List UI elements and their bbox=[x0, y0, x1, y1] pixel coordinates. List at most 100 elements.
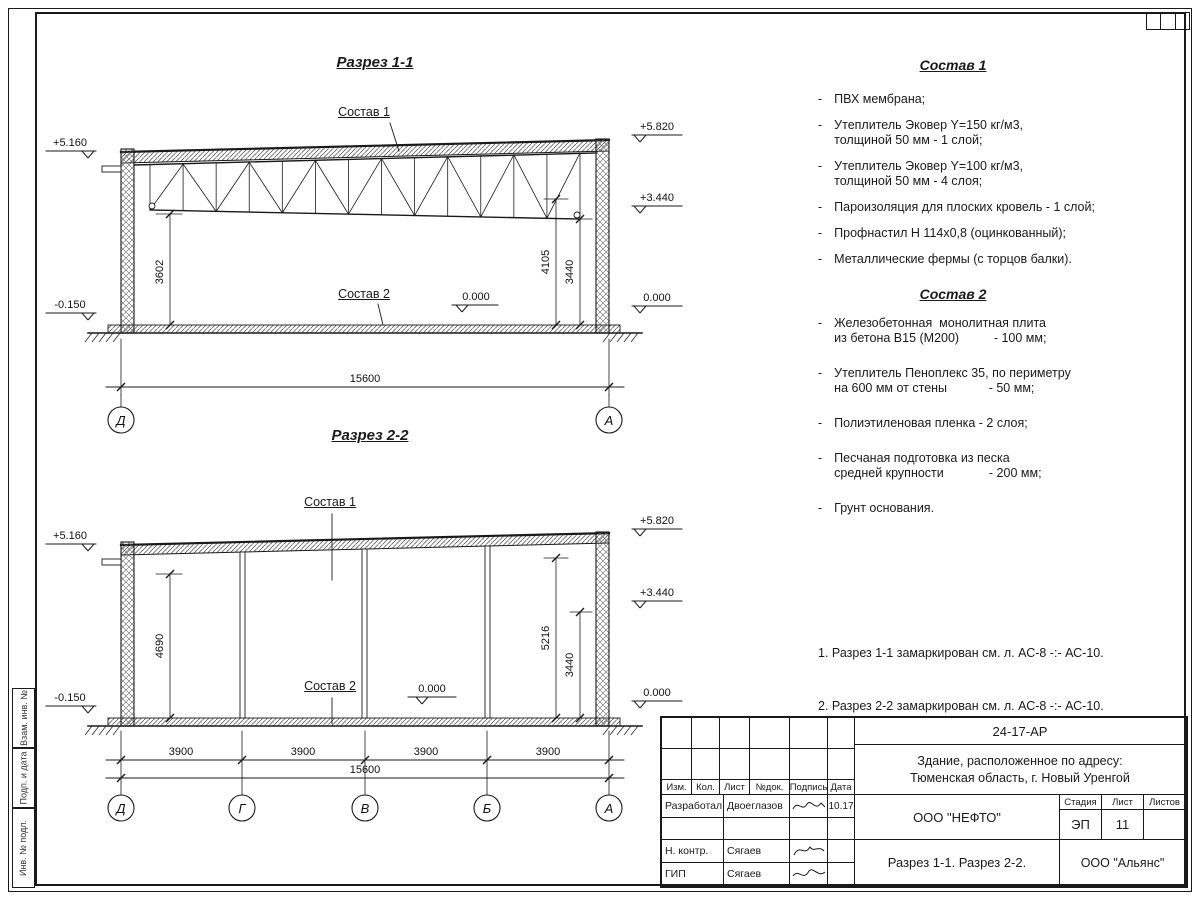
dimension-value: 4105 bbox=[540, 250, 552, 274]
dimension-value: 15600 bbox=[350, 764, 381, 776]
elevation-mark: -0.150 bbox=[54, 299, 85, 311]
tb-col-data: Дата bbox=[828, 780, 855, 795]
tb-col-podpis: Подпись bbox=[790, 780, 828, 795]
dimension-value: 3900 bbox=[536, 746, 560, 758]
list-item: -ПВХ мембрана; bbox=[818, 92, 1188, 107]
dimension-value: 3900 bbox=[291, 746, 315, 758]
tb-stage-label: Стадия bbox=[1060, 795, 1102, 810]
elevation-mark: +5.820 bbox=[640, 515, 674, 527]
axis-letter: В bbox=[361, 801, 370, 816]
list-item-text: Полиэтиленовая пленка - 2 слоя; bbox=[834, 416, 1028, 430]
tb-signature-cell bbox=[790, 863, 828, 886]
callout-sostav2: Состав 2 bbox=[304, 679, 356, 693]
sostav1-heading: Состав 1 bbox=[919, 57, 987, 73]
list-item-text: Утеплитель Пеноплекс 35, по периметру на… bbox=[834, 366, 1071, 395]
soil-hatch bbox=[84, 332, 639, 736]
axis-letter: Г bbox=[238, 801, 246, 816]
list-item: -Песчаная подготовка из песка средней кр… bbox=[818, 451, 1188, 481]
truss-support-pin bbox=[573, 211, 581, 219]
list-bullet: - bbox=[818, 501, 823, 515]
elevation-mark: 0.000 bbox=[418, 683, 446, 695]
tb-col-list: Лист bbox=[720, 780, 750, 795]
list-item-text: Утеплитель Эковер Y=150 кг/м3, толщиной … bbox=[834, 118, 1024, 147]
axis-letter: А bbox=[604, 801, 614, 816]
list-bullet: - bbox=[818, 118, 823, 132]
tb-sheets-count bbox=[1144, 810, 1186, 840]
dimension-value: 3440 bbox=[564, 653, 576, 677]
elevation-mark: 0.000 bbox=[643, 687, 671, 699]
list-item-text: Железобетонная монолитная плита из бетон… bbox=[834, 316, 1047, 345]
list-bullet: - bbox=[818, 416, 823, 430]
top-right-corner-box bbox=[1146, 12, 1190, 30]
axis-bubble bbox=[228, 794, 256, 822]
list-bullet: - bbox=[818, 252, 823, 266]
callout-sostav2: Состав 2 bbox=[338, 287, 390, 301]
dimension-value: 3440 bbox=[564, 260, 576, 284]
dimension-value: 3900 bbox=[169, 746, 193, 758]
signature-scribble bbox=[793, 846, 824, 856]
note-line: 1. Разрез 1-1 замаркирован см. л. АС-8 -… bbox=[818, 646, 1104, 660]
section-1-1-title: Разрез 1-1 bbox=[336, 54, 414, 71]
truss-web bbox=[149, 152, 581, 220]
tb-role-nkontr: Н. контр. bbox=[662, 840, 724, 863]
truss-support-pin bbox=[148, 202, 156, 210]
signature-scribble bbox=[792, 869, 825, 877]
frame-cell-vzam: Взам. инв. № bbox=[12, 688, 35, 748]
list-item: -Полиэтиленовая пленка - 2 слоя; bbox=[818, 416, 1188, 431]
tb-col-ndok: №док. bbox=[750, 780, 790, 795]
list-bullet: - bbox=[818, 316, 823, 330]
axis-letter: Д bbox=[114, 801, 125, 816]
tb-signature-cell bbox=[790, 840, 828, 863]
elevation-flags bbox=[81, 134, 647, 714]
tb-sheet-title: Разрез 1-1. Разрез 2-2. bbox=[855, 840, 1060, 886]
tb-stage-value: ЭП bbox=[1060, 810, 1102, 840]
list-bullet: - bbox=[818, 366, 823, 380]
dimension-value: 3900 bbox=[414, 746, 438, 758]
dimension-value: 15600 bbox=[350, 373, 381, 385]
list-item-text: Песчаная подготовка из песка средней кру… bbox=[834, 451, 1042, 480]
section-1-1-drawing: +5.160 -0.150 0.000 +5.820 +3.440 0.000 … bbox=[45, 121, 683, 434]
callout-sostav1: Состав 1 bbox=[338, 105, 390, 119]
list-bullet: - bbox=[818, 92, 823, 106]
tb-name-gip: Сягаев bbox=[724, 863, 790, 886]
sheet-frame bbox=[35, 12, 1186, 886]
elevation-mark: 0.000 bbox=[462, 291, 490, 303]
tb-col-kol: Кол. bbox=[692, 780, 720, 795]
section-2-2-title: Разрез 2-2 bbox=[331, 427, 409, 444]
frame-cell-inv: Инв. № подл. bbox=[12, 808, 35, 888]
sostav2-heading: Состав 2 bbox=[919, 286, 987, 302]
list-item: -Пароизоляция для плоских кровель - 1 сл… bbox=[818, 200, 1188, 215]
tb-doc-code: 24-17-АР bbox=[855, 718, 1186, 745]
sostav2-list: -Железобетонная монолитная плита из бето… bbox=[818, 316, 1188, 536]
axis-bubble bbox=[107, 794, 135, 822]
list-item-text: Грунт основания. bbox=[834, 501, 935, 515]
list-item-text: Профнастил Н 114х0,8 (оцинкованный); bbox=[834, 226, 1067, 240]
list-item-text: ПВХ мембрана; bbox=[834, 92, 926, 106]
section-2-2-drawing: +5.160 -0.150 0.000 +5.820 +3.440 0.000 … bbox=[45, 513, 683, 822]
notes: 1. Разрез 1-1 замаркирован см. л. АС-8 -… bbox=[818, 610, 1178, 750]
tb-role-razrabotal: Разработал bbox=[662, 795, 724, 818]
tb-name-nkontr: Сягаев bbox=[724, 840, 790, 863]
dimension-value: 5216 bbox=[540, 626, 552, 650]
list-item-text: Металлические фермы (с торцов балки). bbox=[834, 252, 1072, 266]
axis-bubble bbox=[595, 794, 623, 822]
list-item: -Металлические фермы (с торцов балки). bbox=[818, 252, 1188, 267]
sheet-outer-border bbox=[8, 8, 1192, 892]
list-item-text: Утеплитель Эковер Y=100 кг/м3, толщиной … bbox=[834, 159, 1024, 188]
axis-letter: А bbox=[604, 413, 614, 428]
elevation-mark: 0.000 bbox=[643, 292, 671, 304]
list-bullet: - bbox=[818, 200, 823, 214]
frame-cell-podp: Подп. и дата bbox=[12, 748, 35, 808]
tb-role-gip: ГИП bbox=[662, 863, 724, 886]
column bbox=[239, 551, 246, 719]
note-line: 2. Разрез 2-2 замаркирован см. л. АС-8 -… bbox=[818, 698, 1104, 713]
list-item: -Утеплитель Пеноплекс 35, по периметру н… bbox=[818, 366, 1188, 396]
axis-bubble bbox=[107, 406, 135, 434]
tb-sheet-number: 11 bbox=[1102, 810, 1144, 840]
list-item: -Утеплитель Эковер Y=100 кг/м3, толщиной… bbox=[818, 159, 1188, 189]
axis-letter: Д bbox=[114, 413, 125, 428]
elevation-mark: +5.160 bbox=[53, 137, 87, 149]
tb-name-razrabotal: Двоеглазов bbox=[724, 795, 790, 818]
